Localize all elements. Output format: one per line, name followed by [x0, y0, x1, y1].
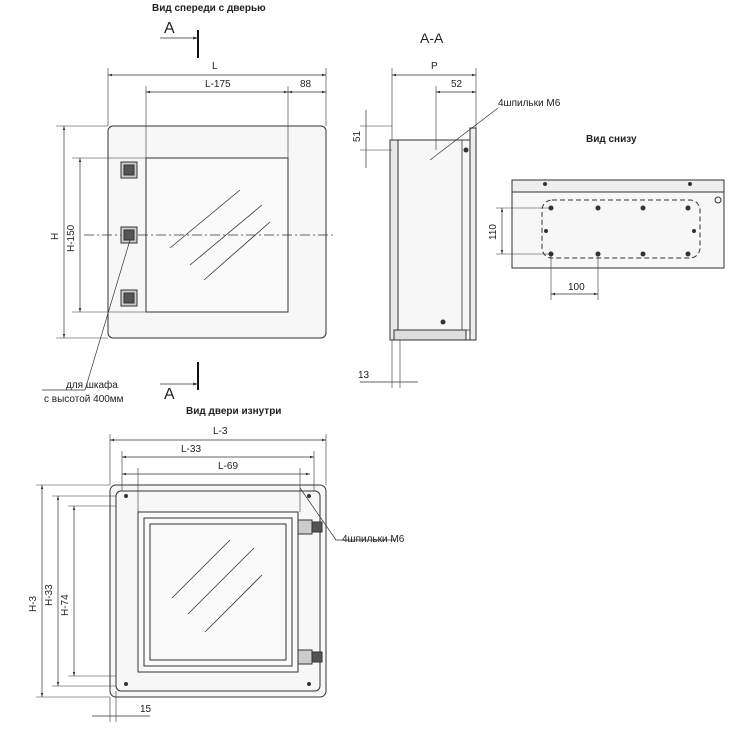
- door-view-title: Вид двери изнутри: [186, 406, 282, 417]
- dim-label-H: H: [50, 232, 61, 240]
- bottom-plate: [511, 191, 725, 269]
- hinge-icon: [297, 649, 323, 665]
- section-title: А-А: [420, 30, 444, 46]
- bottom-view: [496, 179, 725, 300]
- section-mark-top: А: [164, 20, 175, 37]
- dim-label-L: L: [212, 61, 218, 72]
- dim-label-H74: H-74: [60, 594, 71, 616]
- dim-label-L175: L-175: [205, 79, 231, 90]
- front-view: [42, 30, 336, 391]
- dim-label-L3: L-3: [213, 426, 228, 437]
- bottom-view-title: Вид снизу: [586, 134, 637, 145]
- note-studs-door: 4шпильки М6: [342, 534, 405, 545]
- front-view-title: Вид спереди с дверью: [152, 3, 266, 14]
- lock-icon: [120, 289, 138, 307]
- section-mark-bottom: А: [164, 386, 175, 403]
- note-studs-section: 4шпильки М6: [498, 98, 561, 109]
- hinge-icon: [297, 519, 323, 535]
- dim-label-H33: H-33: [44, 584, 55, 606]
- dim-label-L69: L-69: [218, 461, 239, 472]
- section-view: [360, 68, 499, 388]
- dim-label-52: 52: [451, 79, 463, 90]
- dim-label-100: 100: [568, 282, 585, 293]
- bottom-gland-plate: [541, 199, 701, 259]
- dim-label-H3: H-3: [28, 595, 39, 612]
- dim-label-H150: H-150: [66, 224, 77, 252]
- dim-label-L33: L-33: [181, 444, 202, 455]
- dim-label-P: P: [431, 61, 438, 72]
- dim-label-88: 88: [300, 79, 312, 90]
- lock-icon: [120, 161, 138, 179]
- dim-label-13: 13: [358, 370, 370, 381]
- section-body: [391, 139, 471, 341]
- dim-label-15: 15: [140, 704, 152, 715]
- note-cabinet-line2: с высотой 400мм: [44, 394, 124, 405]
- door-view: [36, 434, 396, 722]
- note-cabinet-line1: для шкафа: [66, 380, 118, 391]
- dim-label-110: 110: [488, 224, 499, 240]
- dim-label-51: 51: [352, 130, 363, 142]
- door-window-frame: [137, 511, 299, 673]
- lock-icon: [120, 226, 138, 244]
